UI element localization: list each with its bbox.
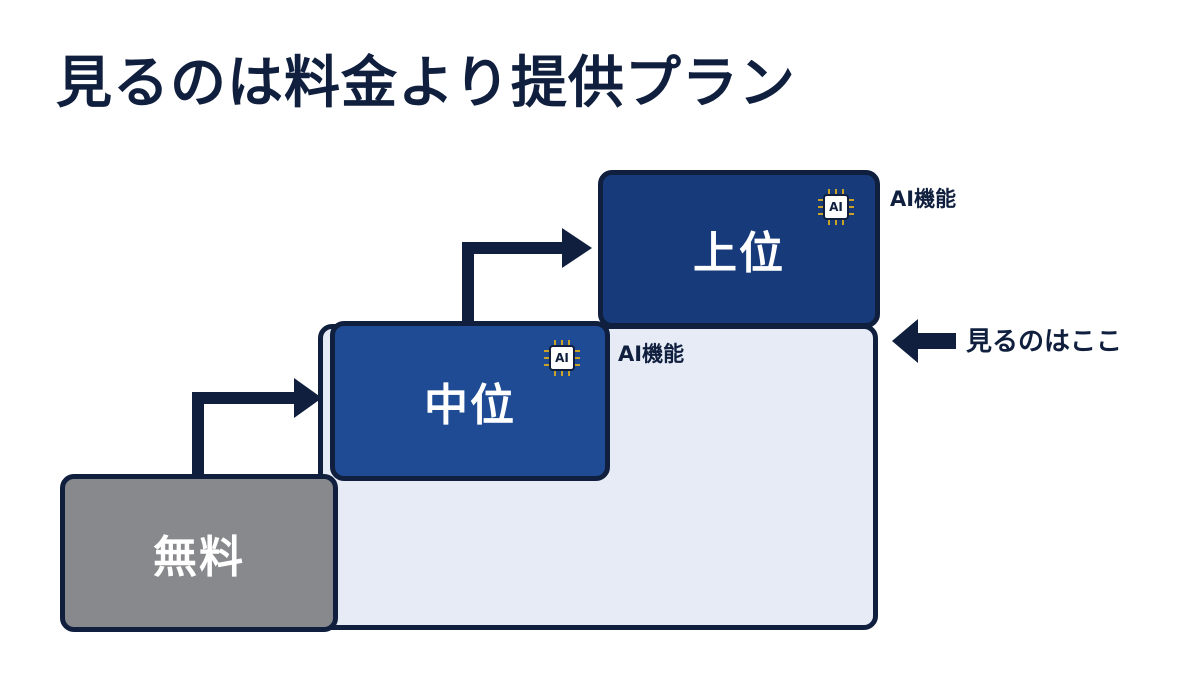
step-arrow-icon (462, 228, 592, 321)
step-free: 無料 (60, 474, 338, 632)
mid-feature-label: AI機能 (618, 342, 685, 366)
step-free-label: 無料 (153, 532, 245, 583)
callout-label: 見るのはここ (966, 327, 1123, 357)
ai-chip-badge: AI (549, 345, 575, 371)
arrow-left-icon (892, 319, 956, 363)
top-feature-label: AI機能 (890, 187, 957, 211)
step-top-label: 上位 (693, 228, 785, 279)
step-mid-label: 中位 (424, 380, 516, 431)
step-arrow-icon (192, 378, 322, 474)
ai-chip-badge: AI (823, 194, 849, 220)
page-title: 見るのは料金より提供プラン (56, 51, 796, 116)
